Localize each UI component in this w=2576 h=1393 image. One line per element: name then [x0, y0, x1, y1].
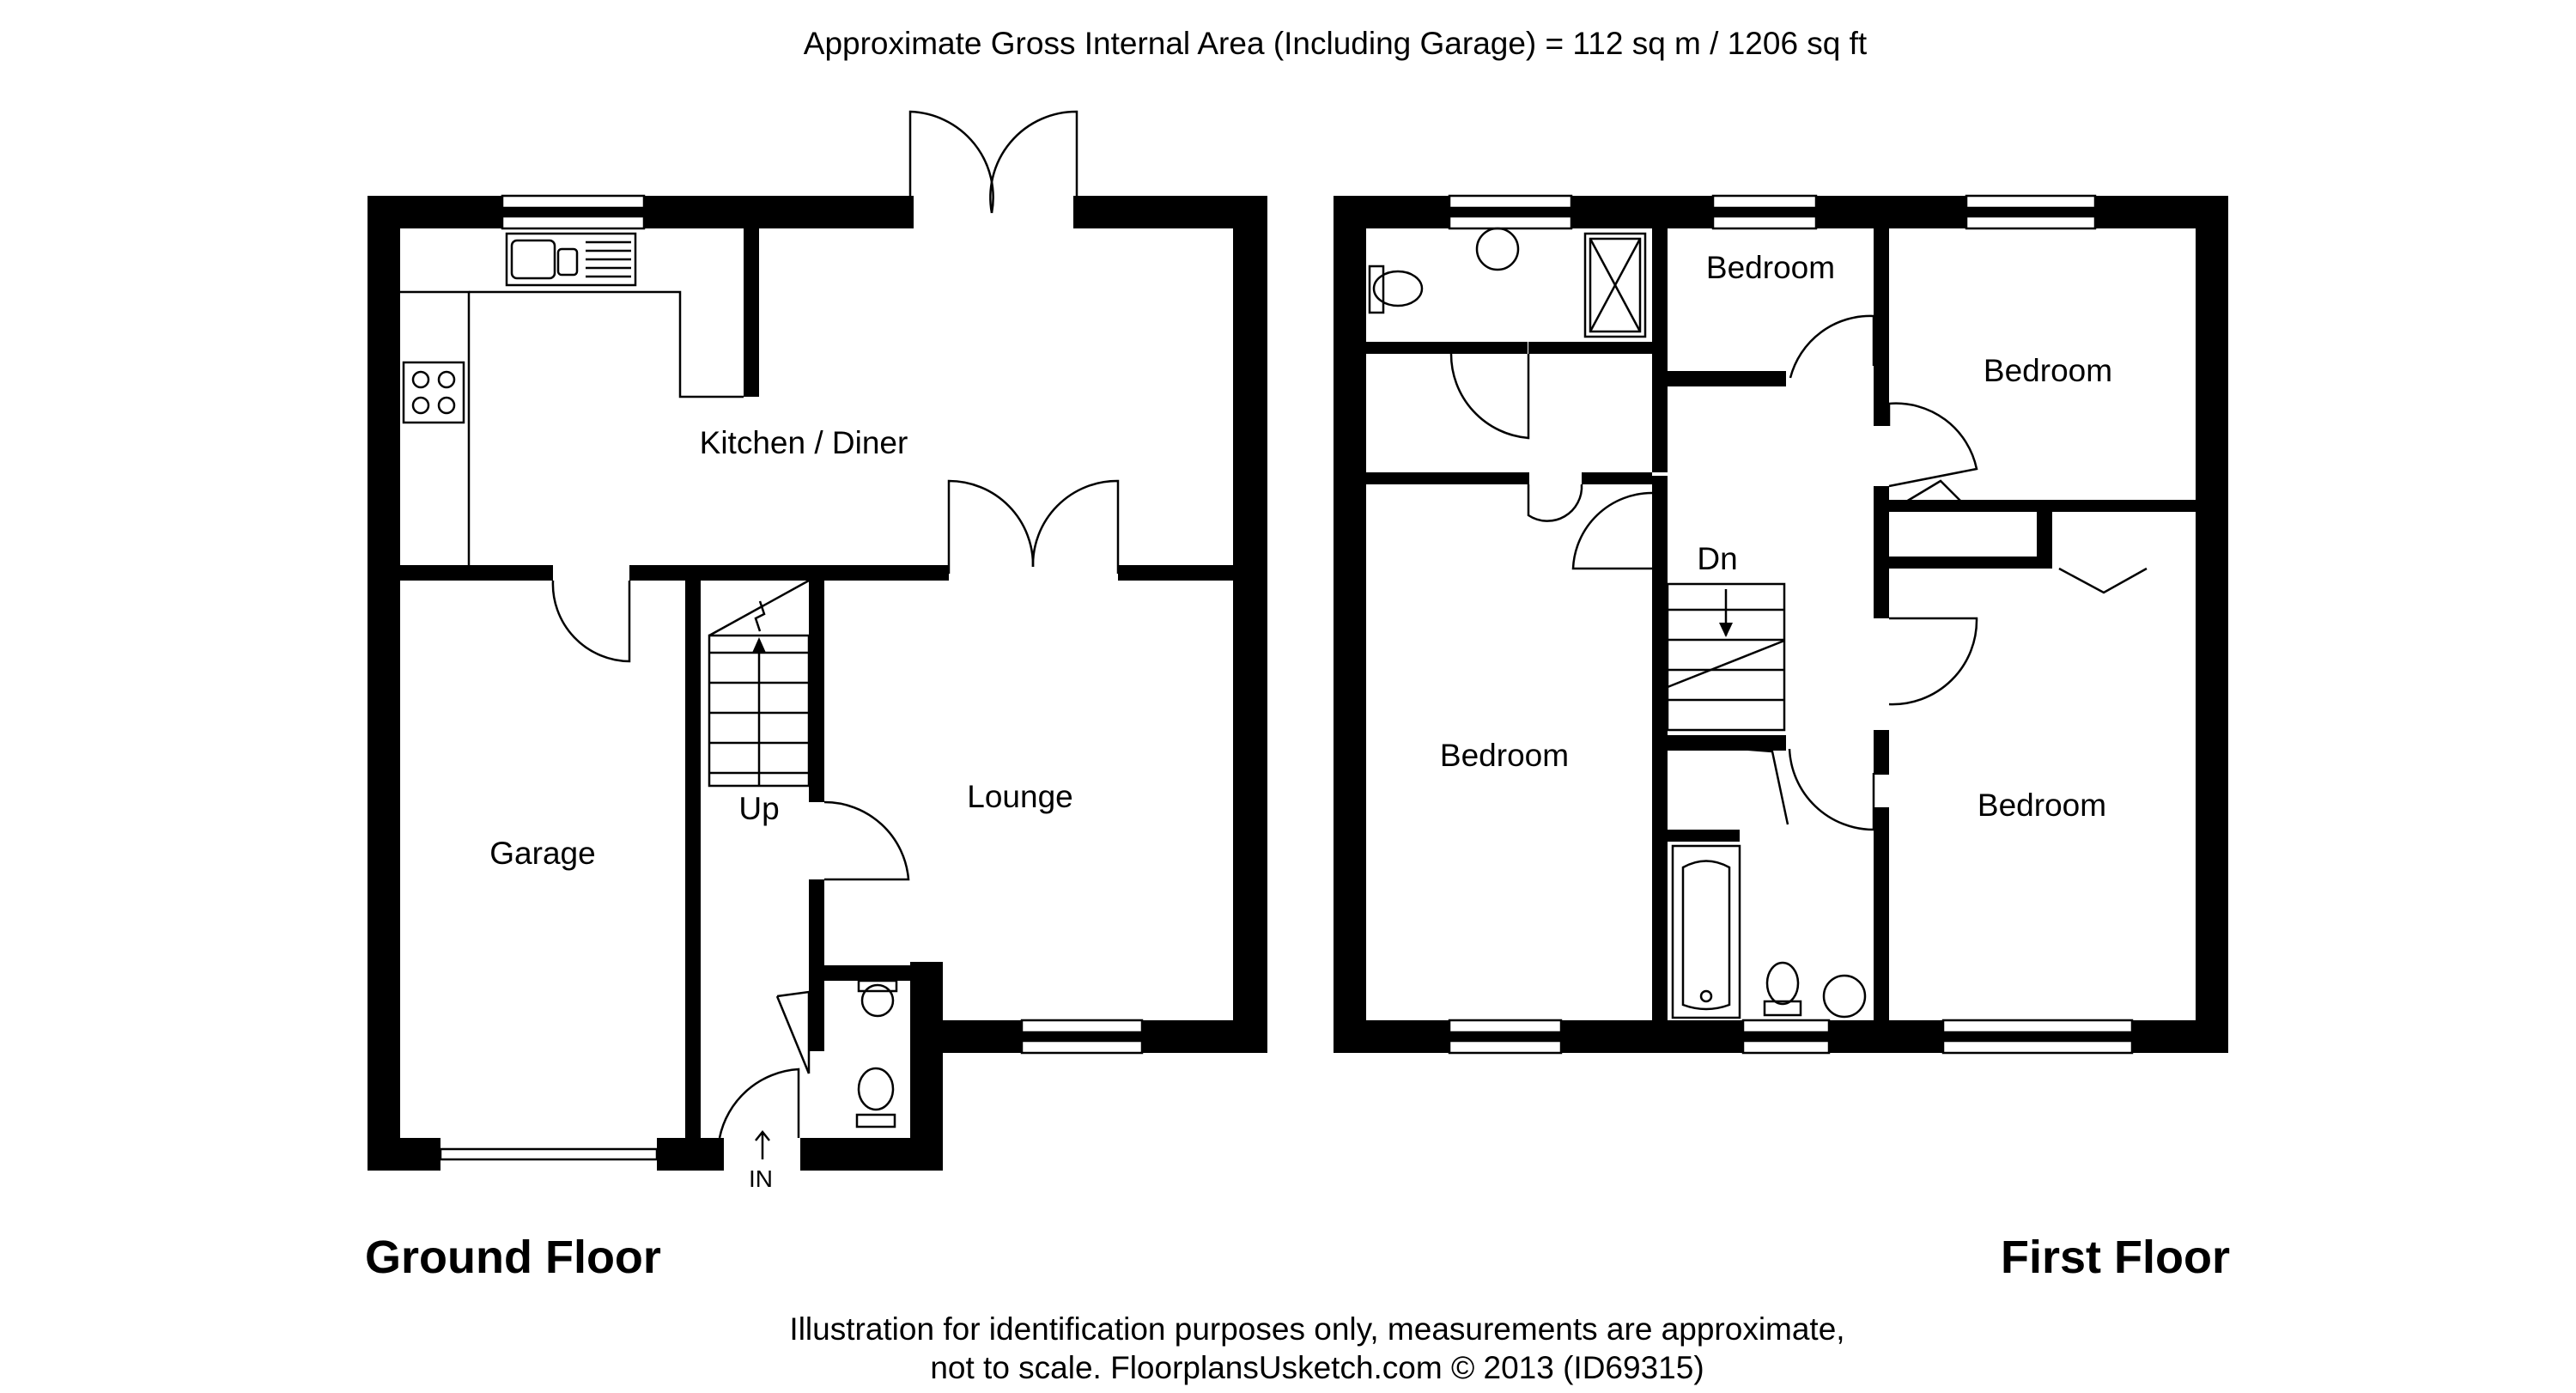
room-label-bedroom-small: Bedroom: [1706, 250, 1835, 285]
room-label-bedroom-bottom-right: Bedroom: [1978, 788, 2106, 823]
wall: [800, 1138, 943, 1171]
stairs-label-up: Up: [738, 791, 779, 826]
room-label-garage: Garage: [489, 836, 595, 871]
wall: [1233, 196, 1267, 1053]
room-label-lounge: Lounge: [967, 779, 1072, 814]
ground-floor-title: Ground Floor: [365, 1232, 661, 1283]
first-floor-plan: Bedroom Bedroom Bedroom Bedroom Dn: [1334, 194, 2228, 1055]
ground-floor-plan: Kitchen / Diner Garage Lounge Up IN: [368, 110, 1267, 1192]
room-label-bedroom-left: Bedroom: [1440, 738, 1569, 773]
footer-disclaimer-line2: not to scale. FloorplansUsketch.com © 20…: [930, 1350, 1704, 1385]
gross-area-header: Approximate Gross Internal Area (Includi…: [804, 26, 1868, 61]
entrance-label: IN: [749, 1165, 773, 1192]
wall: [657, 1138, 724, 1171]
wall: [368, 1138, 440, 1171]
room-label-bedroom-top-right: Bedroom: [1984, 353, 2112, 388]
room-label-kitchen: Kitchen / Diner: [700, 425, 908, 460]
wall: [368, 196, 400, 1171]
stairs-label-down: Dn: [1697, 541, 1737, 576]
first-floor-title: First Floor: [2001, 1232, 2230, 1283]
footer-disclaimer-line1: Illustration for identification purposes…: [789, 1311, 1844, 1347]
